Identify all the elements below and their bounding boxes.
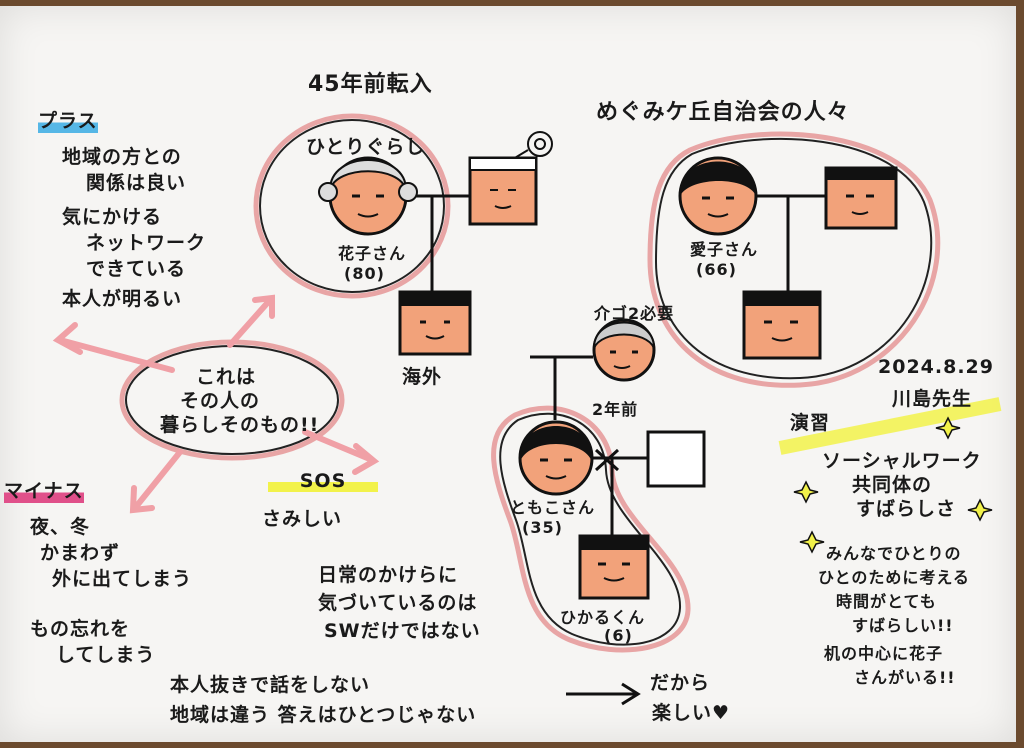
two-years-label: 2年前	[592, 400, 639, 419]
hikaru-age: (6)	[604, 626, 633, 645]
sparkle-icon	[799, 530, 825, 554]
plus-item-3: 本人が明るい	[62, 288, 183, 310]
plus-heading: プラス	[38, 106, 98, 133]
hanako-age: (80)	[344, 264, 385, 283]
sos-heading: SOS	[268, 470, 378, 492]
overseas-label: 海外	[402, 366, 443, 388]
hanako-name: 花子さん	[338, 244, 407, 263]
plus-item-1b: 関係は良い	[86, 172, 187, 194]
sparkle-icon	[935, 416, 961, 440]
together-line-5: 机の中心に花子	[824, 644, 944, 663]
minus-heading: マイナス	[4, 476, 84, 503]
sparkle-icon	[967, 498, 993, 522]
sw-line-2: 共同体の	[852, 474, 933, 496]
arrow-minus	[132, 449, 183, 511]
minus-item-1a: 夜、冬	[30, 516, 91, 538]
hanako-face	[318, 156, 418, 236]
minus-item-2b: してしまう	[56, 644, 156, 666]
aiko-name: 愛子さん	[690, 240, 759, 259]
together-line-2: ひとのために考える	[818, 568, 970, 587]
plus-item-2c: できている	[86, 258, 187, 280]
plus-item-1a: 地域の方との	[62, 146, 182, 168]
aiko-age: (66)	[696, 260, 737, 279]
hikaru-name: ひかるくん	[560, 608, 646, 627]
living-alone-label: ひとりぐらし	[306, 136, 426, 158]
aiko-face	[678, 156, 758, 236]
exercise-label: 演習	[790, 412, 831, 434]
together-line-3: 時間がとても	[836, 592, 937, 611]
date-label: 2024.8.29	[878, 356, 994, 378]
bubble-line-2: その人の	[180, 390, 261, 412]
together-line-6: さんがいる!!	[854, 668, 956, 687]
result-line-1: だから	[650, 672, 711, 694]
moved-in-label: 45年前転入	[308, 72, 433, 97]
association-title: めぐみケ丘自治会の人々	[596, 100, 850, 125]
sw-line-1: ソーシャルワーク	[822, 450, 982, 472]
tomoko-group-outline	[491, 405, 691, 653]
hanako-husband-square	[468, 156, 538, 226]
hanako-circle	[253, 113, 451, 299]
arrow-plus-left	[57, 337, 175, 373]
minus-item-1c: 外に出てしまう	[52, 568, 193, 590]
minus-item-1b: かまわず	[40, 542, 121, 564]
sparkle-icon	[793, 480, 819, 504]
overseas-son-square	[398, 290, 472, 356]
daily-line-1: 日常のかけらに	[318, 564, 459, 586]
care-label: 介ゴ2必要	[594, 304, 675, 323]
daily-line-3: SWだけではない	[324, 620, 481, 642]
care-person-face	[592, 318, 656, 382]
aiko-son-square	[742, 290, 822, 360]
together-line-4: すばらしい!!	[852, 616, 954, 635]
arrow-plus-up	[227, 297, 273, 348]
tomoko-name: ともこさん	[510, 498, 596, 517]
tomoko-partner-square	[646, 430, 706, 488]
bottom-line-1: 本人抜きで話をしない	[170, 674, 371, 696]
minus-item-2a: もの忘れを	[30, 618, 131, 640]
bottom-line-2: 地域は違う 答えはひとつじゃない	[170, 704, 477, 726]
tomoko-face	[518, 420, 594, 496]
arrow-sos	[302, 429, 375, 463]
plus-item-2a: 気にかける	[62, 206, 163, 228]
hikaru-square	[578, 534, 650, 600]
sos-item: さみしい	[262, 508, 343, 530]
bubble-line-3: 暮らしそのもの!!	[160, 414, 320, 436]
tomoko-age: (35)	[522, 518, 563, 537]
sw-line-3: すばらしさ	[856, 498, 957, 520]
result-line-2: 楽しい♥	[652, 702, 731, 724]
together-line-1: みんなでひとりの	[826, 544, 962, 563]
aiko-husband-square	[824, 166, 898, 230]
bubble-line-1: これは	[196, 366, 257, 388]
aiko-group-outline	[647, 131, 941, 388]
teacher-label: 川島先生	[892, 388, 973, 410]
daily-line-2: 気づいているのは	[318, 592, 478, 614]
plus-item-2b: ネットワーク	[86, 232, 207, 254]
